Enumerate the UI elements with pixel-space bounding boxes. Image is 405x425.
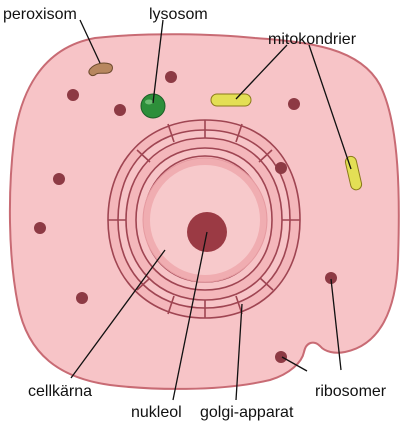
label-golgi: golgi-apparat	[200, 404, 294, 421]
peroxisome	[88, 62, 113, 76]
label-nucleus: cellkärna	[28, 383, 92, 400]
leader-lines	[70, 19, 352, 401]
ribosome	[34, 222, 46, 234]
ribosome	[325, 272, 337, 284]
ribosome	[275, 162, 287, 174]
label-ribosomes: ribosomer	[315, 383, 387, 400]
mitochondrion	[210, 93, 252, 107]
ribosome	[76, 292, 88, 304]
label-nucleolus: nukleol	[131, 404, 182, 421]
label-mitochondria: mitokondrier	[268, 31, 357, 48]
ribosome	[114, 104, 126, 116]
ribosome	[275, 351, 287, 363]
ribosome	[53, 173, 65, 185]
label-peroxisome: peroxisom	[3, 6, 77, 23]
ribosomes	[34, 71, 337, 363]
ribosome	[288, 98, 300, 110]
label-lysosome: lysosom	[149, 6, 208, 23]
ribosome	[165, 71, 177, 83]
ribosome	[67, 89, 79, 101]
